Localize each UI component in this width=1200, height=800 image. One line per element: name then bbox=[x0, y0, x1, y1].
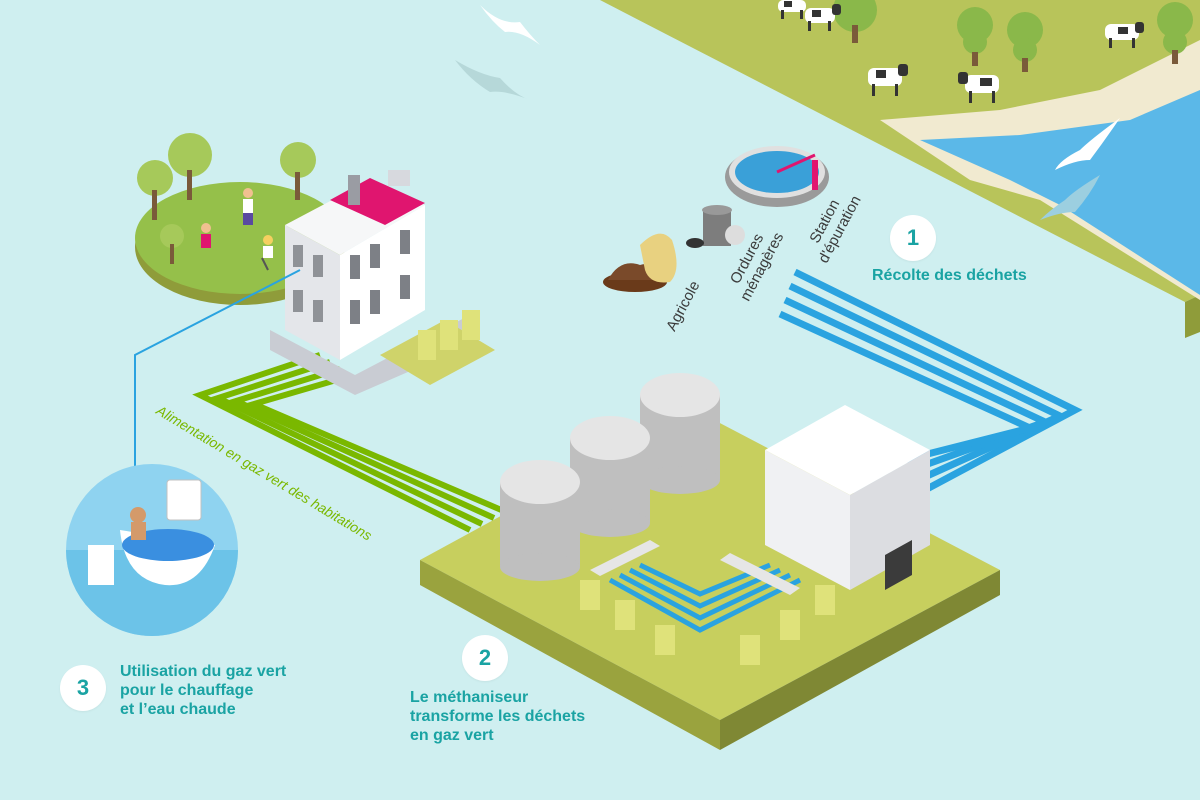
scooter-child-icon bbox=[261, 235, 273, 271]
tree-icon bbox=[615, 600, 635, 630]
tree-icon bbox=[137, 160, 173, 220]
cow-icon bbox=[778, 0, 806, 19]
blue-waste-pipes bbox=[778, 268, 1083, 494]
seagull-icon bbox=[480, 5, 540, 45]
bathtub-icon bbox=[66, 464, 238, 636]
internal-pipes bbox=[608, 562, 802, 633]
step-2-text: Le méthaniseur transforme les déchets en… bbox=[410, 688, 585, 745]
tree-icon bbox=[780, 610, 800, 640]
tree-icon bbox=[1157, 2, 1193, 64]
compost-icon bbox=[603, 233, 677, 292]
processing-building bbox=[765, 405, 930, 590]
cow-icon bbox=[868, 64, 908, 96]
digester-tanks bbox=[500, 373, 720, 581]
seagull-shadow-icon bbox=[1040, 175, 1100, 220]
trash-bin-icon bbox=[686, 205, 745, 248]
step-2-line-3: en gaz vert bbox=[410, 727, 494, 744]
step-3-text: Utilisation du gaz vert pour le chauffag… bbox=[120, 662, 286, 719]
tree-icon bbox=[833, 0, 877, 43]
digester-tank-icon bbox=[500, 460, 580, 581]
tree-icon bbox=[580, 580, 600, 610]
step-3-line-3: et l’eau chaude bbox=[120, 701, 236, 718]
digester-tank-icon bbox=[570, 416, 650, 537]
heating-connection-line bbox=[134, 269, 301, 470]
farmland bbox=[600, 0, 1200, 338]
seagull-icon bbox=[1055, 118, 1120, 170]
green-gas-pipes bbox=[192, 352, 508, 533]
platform-trees bbox=[580, 580, 835, 665]
water-treatment-icon bbox=[725, 146, 829, 207]
tree-icon bbox=[160, 224, 184, 264]
step-2-badge: 2 bbox=[462, 635, 508, 681]
child-icon bbox=[201, 223, 211, 248]
tree-icon bbox=[655, 625, 675, 655]
cow-icon bbox=[1105, 22, 1144, 48]
cow-icon bbox=[958, 72, 999, 103]
step-3-line-1: Utilisation du gaz vert bbox=[120, 663, 287, 680]
settling-tank-left bbox=[590, 540, 660, 576]
tree-icon bbox=[740, 635, 760, 665]
seagull-shadow-icon bbox=[455, 60, 530, 100]
step-3-line-2: pour le chauffage bbox=[120, 682, 254, 699]
tree-icon bbox=[280, 142, 316, 200]
tree-icon bbox=[1007, 12, 1043, 72]
tree-icon bbox=[957, 7, 993, 66]
house-building bbox=[270, 170, 495, 395]
tree-icon bbox=[815, 585, 835, 615]
digester-tank-icon bbox=[640, 373, 720, 494]
step-2-line-1: Le méthaniseur bbox=[410, 689, 529, 706]
tree-icon bbox=[168, 133, 212, 200]
jogger-icon bbox=[243, 188, 253, 225]
step-2-line-2: transforme les déchets bbox=[410, 708, 586, 725]
hedge-icon bbox=[418, 310, 480, 360]
cow-icon bbox=[805, 4, 841, 31]
step-1-line-1: Récolte des déchets bbox=[872, 267, 1027, 284]
step-3-badge: 3 bbox=[60, 665, 106, 711]
step-1-text: Récolte des déchets bbox=[872, 266, 1027, 285]
step-1-badge: 1 bbox=[890, 215, 936, 261]
settling-tank-right bbox=[720, 553, 800, 595]
